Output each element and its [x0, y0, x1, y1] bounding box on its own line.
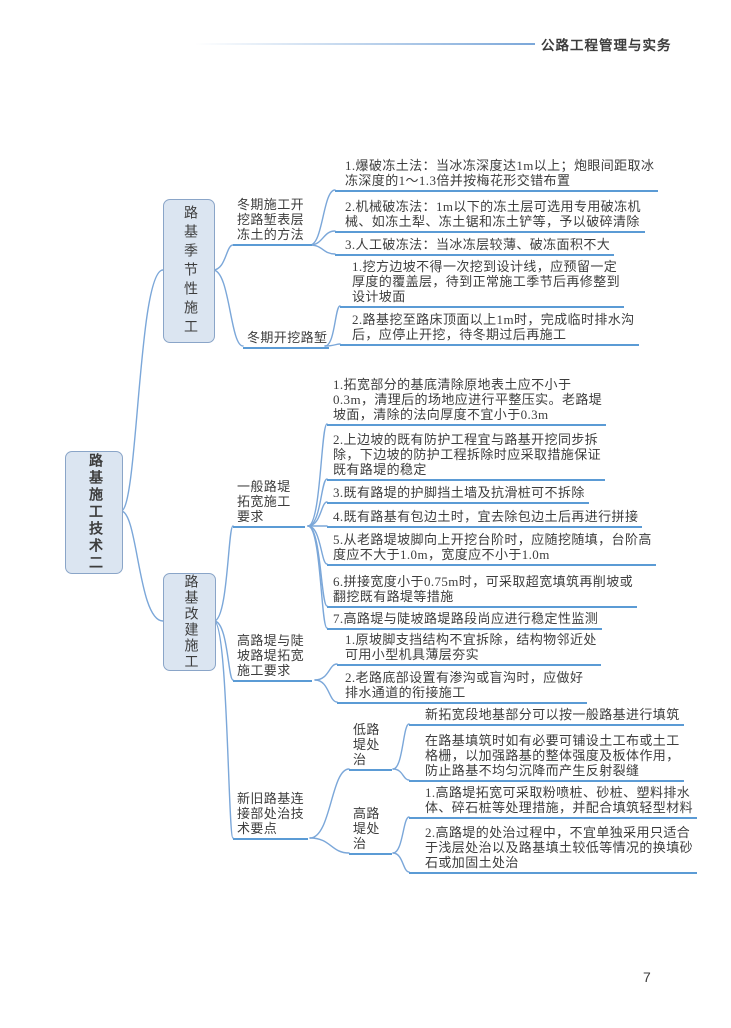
header-rule: [195, 43, 535, 45]
page-title: 公路工程管理与实务: [541, 38, 672, 53]
leaf-item: 3.人工破冻法：当冰冻层较薄、破冻面积不大: [335, 237, 615, 256]
leaf-item: 2.机械破冻法：1m以下的冻土层可选用专用破冻机 械、如冻土犁、冻土锯和冻土铲等…: [335, 199, 645, 233]
leaf-item: 1.挖方边坡不得一次挖到设计线，应预留一定 厚度的覆盖层，待到正常施工季节后再修…: [340, 259, 625, 308]
leaf-item: 1.高路堤拓宽可采取粉喷桩、砂桩、塑料排水 体、碎石桩等处理措施，并配合填筑轻型…: [409, 785, 698, 819]
child-label-frozen-soil-methods: 冬期施工开 挖路堑表层 冻土的方法: [233, 197, 313, 246]
leaf-item: 2.路基挖至路床顶面以上1m时，完成临时排水沟 后，应停止开挖，待冬期过后再施工: [340, 312, 639, 346]
leaf-item: 2.老路底部设置有渗沟或盲沟时，应做好 排水通道的衔接施工: [337, 670, 588, 704]
leaf-item: 1.爆破冻土法：当冰冻深度达1m以上；炮眼间距取冰 冻深度的1～1.3倍并按梅花…: [335, 158, 659, 192]
child-label-new-old-junction: 新旧路基连 接部处治技 术要点: [233, 791, 309, 840]
page-number: 7: [643, 969, 651, 985]
child-label-high-steep-embankment: 高路堤与陡 坡路堤拓宽 施工要求: [233, 633, 313, 682]
grandchild-label-high-embankment: 高路 堤处 治: [349, 806, 392, 855]
leaf-item: 5.从老路堤坡脚向上开挖台阶时，应随挖随填，台阶高 度应不大于1.0m，宽度应不…: [327, 532, 656, 566]
branch-node-reconstruction: 路基改建施工: [163, 573, 216, 671]
leaf-item: 1.拓宽部分的基底清除原地表土应不小于 0.3m，清理后的场地应进行平整压实。老…: [327, 377, 607, 426]
branch-node-seasonal-construction: 路基季节性施工: [163, 199, 215, 343]
leaf-item: 6.拼接宽度小于0.75m时，可采取超宽填筑再削坡或 翻挖既有路堤等措施: [327, 574, 638, 608]
child-label-general-widening: 一般路堤 拓宽施工 要求: [233, 479, 305, 528]
grandchild-label-low-embankment: 低路 堤处 治: [349, 722, 392, 771]
leaf-item: 7.高路堤与陡坡路堤路段尚应进行稳定性监测: [327, 611, 603, 630]
child-label-winter-cutting: 冬期开挖路堑: [243, 330, 330, 349]
leaf-item: 3.既有路堤的护脚挡土墙及抗滑桩可不拆除: [327, 485, 589, 504]
leaf-item: 在路基填筑时如有必要可铺设土工布或土工 格栅，以加强路基的整体强度及板体作用， …: [409, 733, 684, 782]
root-node: 路基施工技术二: [65, 451, 123, 574]
leaf-item: 4.既有路基有包边土时，宜去除包边土后再进行拼接: [327, 509, 643, 528]
leaf-item: 新拓宽段地基部分可以按一般路基进行填筑: [409, 707, 684, 726]
leaf-item: 1.原坡脚支挡结构不宜拆除，结构物邻近处 可用小型机具薄层夯实: [337, 632, 601, 666]
leaf-item: 2.高路堤的处治过程中，不宜单独采用只适合 于浅层处治以及路基填土较低等情况的换…: [409, 825, 698, 874]
leaf-item: 2.上边坡的既有防护工程宜与路基开挖同步拆 除，下边坡的防护工程拆除时应采取措施…: [327, 432, 606, 481]
